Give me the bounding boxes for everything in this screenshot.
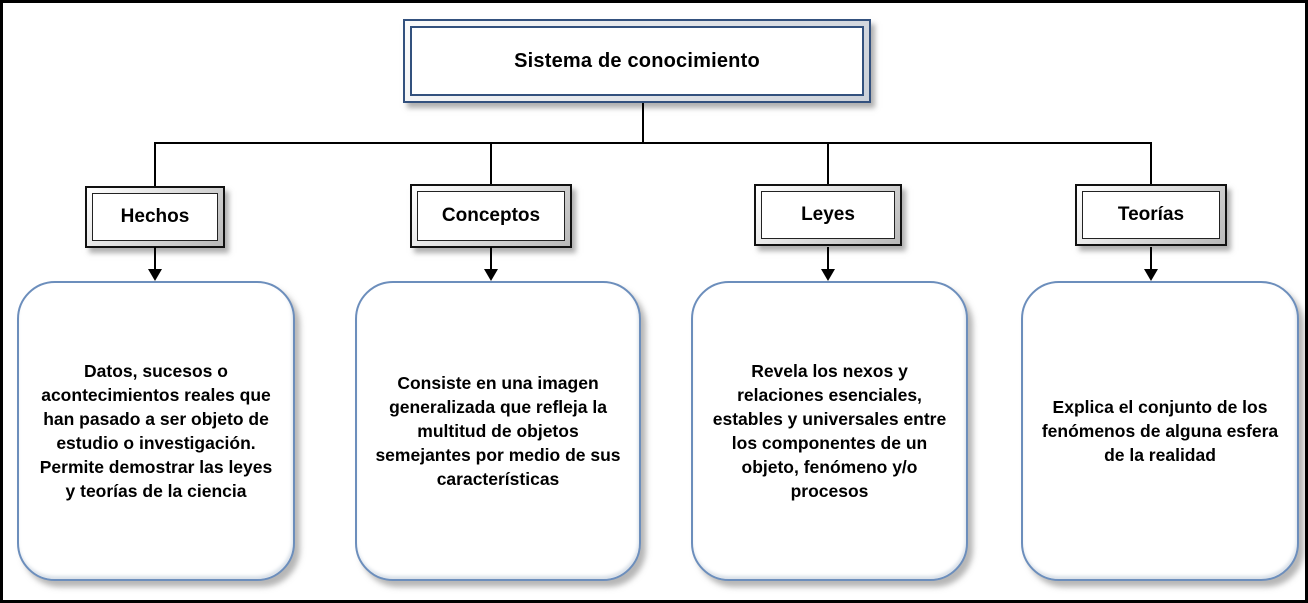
arrow-stem-leyes	[827, 247, 829, 270]
connector-drop-line-hechos	[154, 142, 156, 186]
arrow-stem-hechos	[154, 247, 156, 270]
description-text: Datos, sucesos o acontecimientos reales …	[39, 360, 273, 502]
description-text: Explica el conjunto de los fenómenos de …	[1041, 396, 1279, 466]
branch-node-leyes: Leyes	[754, 184, 902, 246]
branch-node-hechos: Hechos	[85, 186, 225, 248]
connector-drop-line-conceptos	[490, 142, 492, 185]
root-node-sistema-de-conocimiento: Sistema de conocimiento	[403, 19, 871, 103]
branch-node-conceptos: Conceptos	[410, 184, 572, 248]
arrow-down-icon	[148, 269, 162, 281]
branch-node-label: Hechos	[92, 193, 218, 241]
description-text: Consiste en una imagen generalizada que …	[375, 372, 621, 490]
arrow-down-icon	[484, 269, 498, 281]
description-node-leyes: Revela los nexos y relaciones esenciales…	[691, 281, 968, 581]
branch-node-label: Leyes	[761, 191, 895, 239]
arrow-stem-teorias	[1150, 247, 1152, 270]
arrow-down-icon	[1144, 269, 1158, 281]
root-node-label: Sistema de conocimiento	[410, 26, 864, 96]
description-node-teorias: Explica el conjunto de los fenómenos de …	[1021, 281, 1299, 581]
connector-horizontal-line	[154, 142, 1152, 144]
description-node-hechos: Datos, sucesos o acontecimientos reales …	[17, 281, 295, 581]
connector-drop-line-teorias	[1150, 142, 1152, 185]
connector-drop-line-leyes	[827, 142, 829, 185]
description-text: Revela los nexos y relaciones esenciales…	[712, 360, 947, 502]
branch-node-label: Conceptos	[417, 191, 565, 241]
connector-root-drop-line	[642, 103, 644, 143]
branch-node-teorias: Teorías	[1075, 184, 1227, 246]
arrow-down-icon	[821, 269, 835, 281]
arrow-stem-conceptos	[490, 247, 492, 270]
branch-node-label: Teorías	[1082, 191, 1220, 239]
description-node-conceptos: Consiste en una imagen generalizada que …	[355, 281, 641, 581]
